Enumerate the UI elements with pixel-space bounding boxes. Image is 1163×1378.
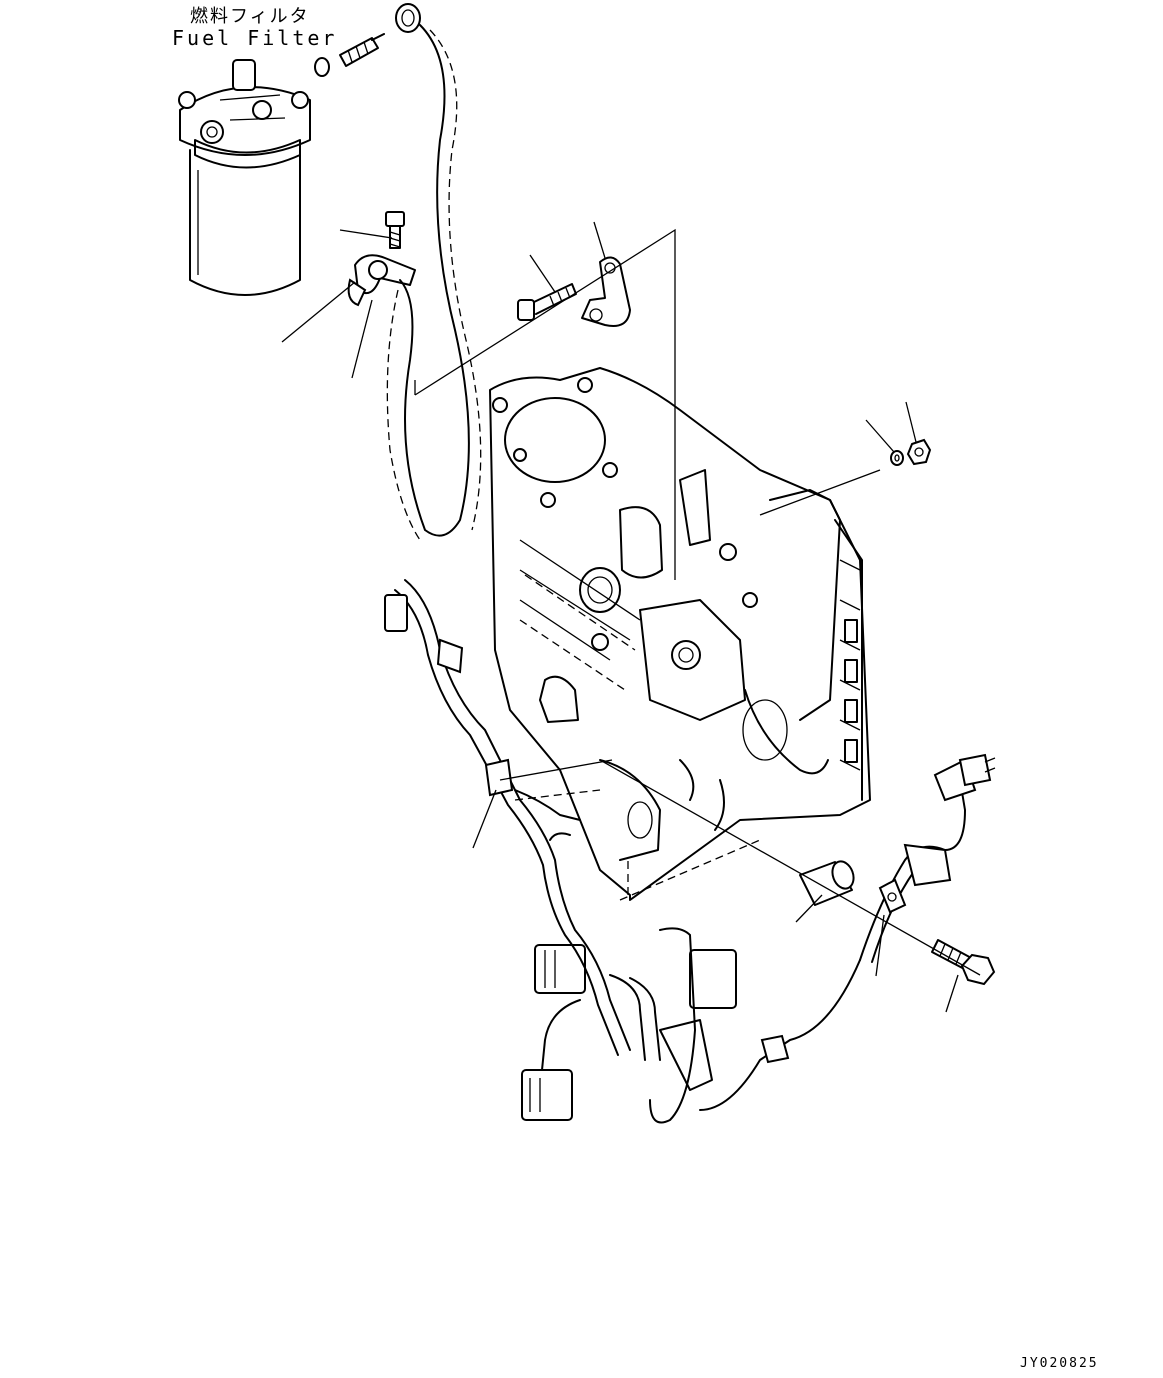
engine-block-part	[489, 367, 871, 901]
connector-group-part	[521, 927, 861, 1124]
assembly-centerlines	[414, 228, 981, 976]
bolt-part-lower	[931, 939, 996, 986]
clip-part	[878, 878, 907, 914]
wiring-harness-part	[384, 579, 631, 1056]
washer-part	[890, 450, 904, 466]
fuel-filter-label-en: Fuel Filter	[172, 26, 338, 50]
sensor-harness-part	[859, 753, 996, 963]
nut-part	[906, 438, 932, 466]
bolt-part-bracket	[517, 283, 577, 321]
bolt-part-upper	[385, 211, 405, 249]
bracket-part	[581, 256, 631, 327]
leader-lines	[281, 221, 959, 1013]
drawing-code: JY020825	[1020, 1356, 1099, 1371]
fuel-filter-part	[178, 59, 311, 296]
hose-clamp-part	[347, 254, 416, 307]
spacer-part	[799, 860, 855, 906]
fuel-hose-part	[386, 24, 482, 541]
fuel-fitting-part	[314, 3, 421, 77]
fuel-filter-label-jp: 燃料フィルタ	[190, 6, 310, 27]
